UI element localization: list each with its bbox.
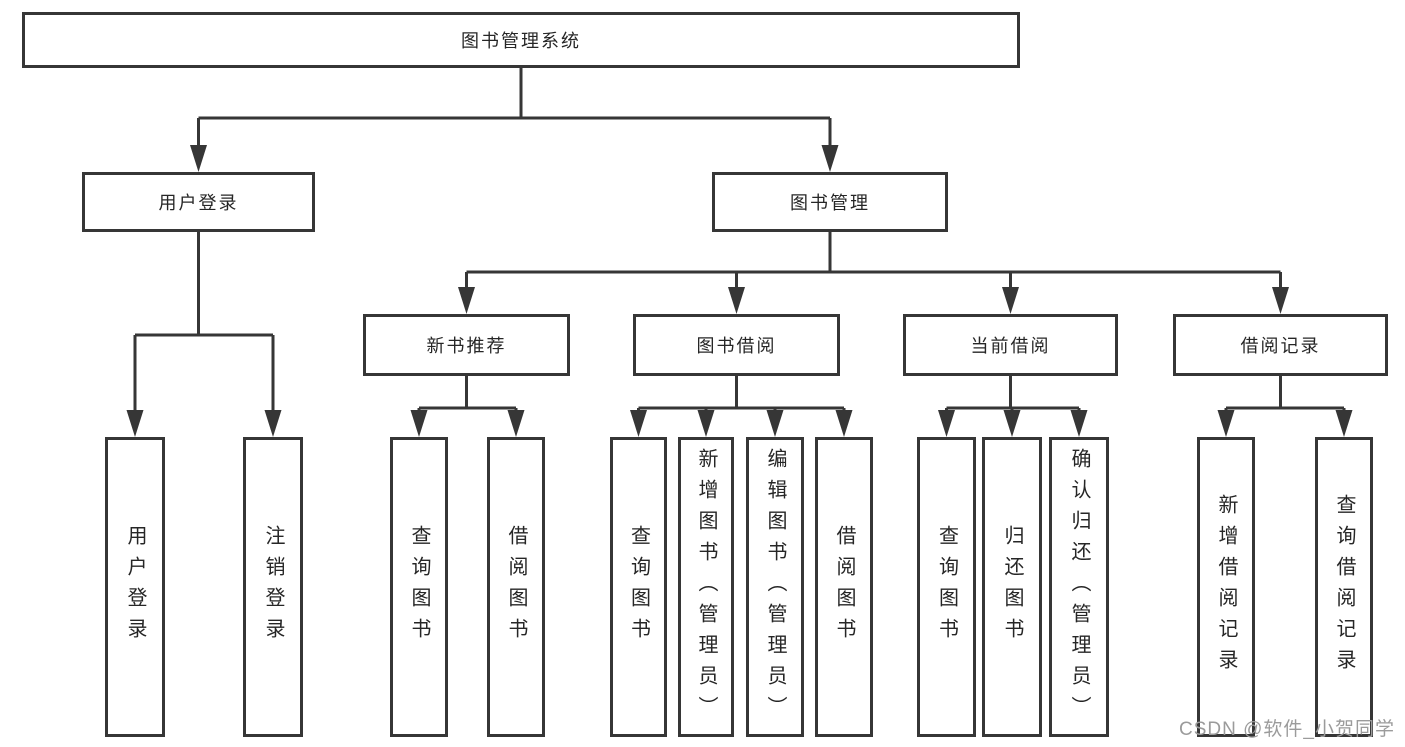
node-label: 查询图书: [935, 525, 958, 649]
node-leaf-return-book: 归还图书: [982, 437, 1042, 737]
node-label: 注销登录: [262, 525, 284, 649]
node-label: 借阅记录: [1240, 336, 1321, 356]
node-leaf-query-book-1: 查询图书: [390, 437, 448, 737]
node-label: 当前借阅: [970, 336, 1051, 356]
node-leaf-borrow-book-2: 借阅图书: [815, 437, 873, 737]
node-label: 新书推荐: [426, 336, 507, 356]
node-label: 查询借阅记录: [1333, 494, 1355, 680]
node-label: 图书管理: [790, 193, 870, 213]
node-label: 图书管理系统: [461, 31, 581, 51]
node-leaf-logout: 注销登录: [243, 437, 303, 737]
node-book-mgmt: 图书管理: [712, 172, 948, 232]
node-label: 确认归还（管理员）: [1068, 447, 1090, 727]
node-user-login: 用户登录: [82, 172, 315, 232]
node-leaf-add-record: 新增借阅记录: [1197, 437, 1255, 737]
arrowhead-icon: [126, 145, 1353, 437]
node-new-book-rec: 新书推荐: [363, 314, 570, 376]
node-leaf-add-book: 新增图书（管理员）: [678, 437, 734, 737]
node-leaf-query-record: 查询借阅记录: [1315, 437, 1373, 737]
node-label: 编辑图书（管理员）: [764, 447, 786, 727]
node-label: 新增借阅记录: [1215, 494, 1237, 680]
node-leaf-query-book-3: 查询图书: [917, 437, 976, 737]
node-label: 用户登录: [158, 193, 239, 213]
node-leaf-edit-book: 编辑图书（管理员）: [746, 437, 804, 737]
node-label: 用户登录: [124, 525, 146, 649]
node-label: 查询图书: [408, 525, 430, 649]
node-label: 借阅图书: [833, 525, 855, 649]
node-current-borrow: 当前借阅: [903, 314, 1118, 376]
node-label: 新增图书（管理员）: [695, 447, 717, 727]
node-leaf-confirm-return: 确认归还（管理员）: [1049, 437, 1109, 737]
node-leaf-borrow-book-1: 借阅图书: [487, 437, 545, 737]
node-borrow-record: 借阅记录: [1173, 314, 1388, 376]
node-leaf-query-book-2: 查询图书: [610, 437, 667, 737]
node-leaf-user-login: 用户登录: [105, 437, 165, 737]
node-label: 图书借阅: [696, 336, 777, 356]
node-label: 归还图书: [1001, 525, 1023, 649]
node-label: 查询图书: [627, 525, 650, 649]
node-root: 图书管理系统: [22, 12, 1020, 68]
node-label: 借阅图书: [505, 525, 527, 649]
node-book-borrow: 图书借阅: [633, 314, 840, 376]
